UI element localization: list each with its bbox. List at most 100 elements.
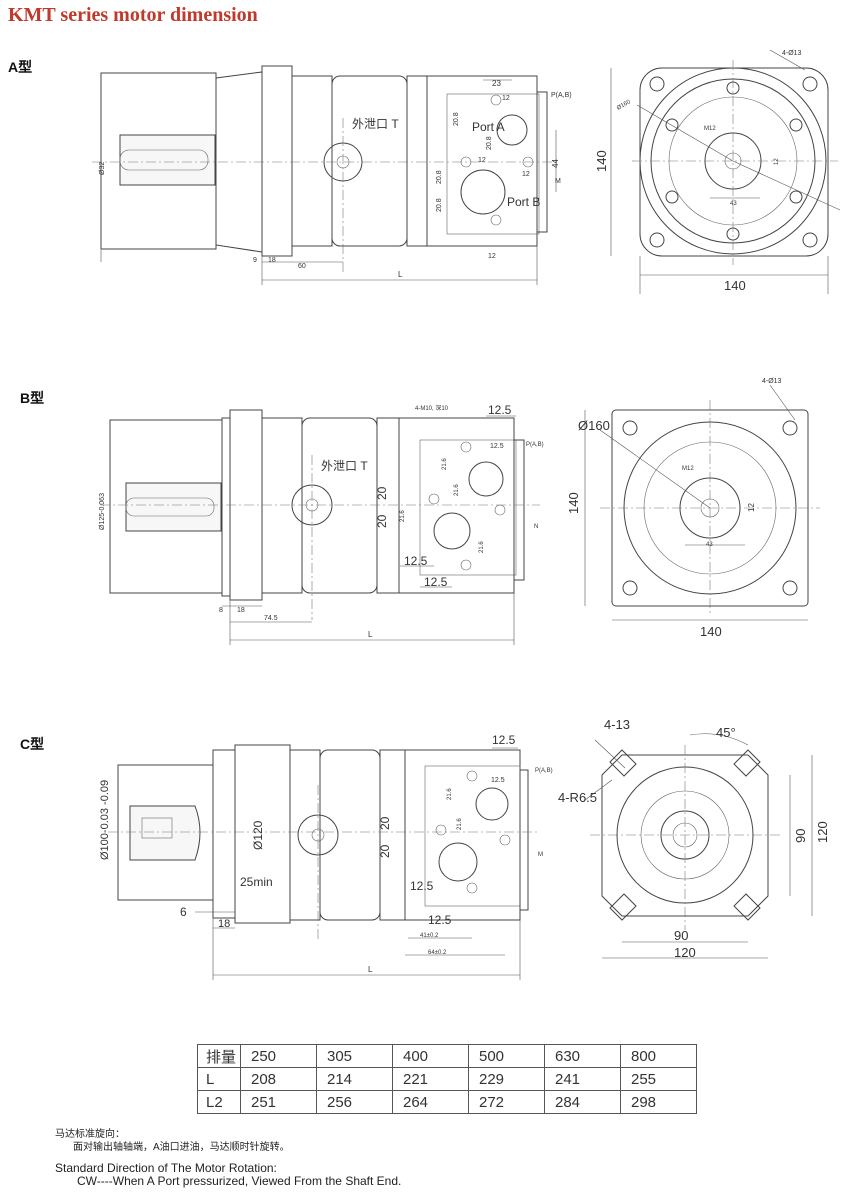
svg-text:M: M — [555, 178, 561, 185]
svg-text:20: 20 — [375, 514, 389, 528]
svg-text:18: 18 — [218, 918, 230, 930]
a-shaft-key — [119, 149, 209, 171]
table-cell: 298 — [620, 1090, 697, 1114]
svg-text:外泄口 T: 外泄口 T — [321, 459, 368, 473]
svg-text:12.5: 12.5 — [410, 879, 434, 893]
svg-text:20.8: 20.8 — [436, 198, 443, 212]
svg-text:12: 12 — [747, 503, 756, 512]
svg-text:9: 9 — [253, 257, 257, 264]
view-a-label: A型 — [8, 59, 33, 75]
table-cell: 241 — [544, 1067, 621, 1091]
svg-text:43: 43 — [706, 542, 713, 548]
svg-text:M: M — [538, 852, 543, 858]
svg-text:12: 12 — [502, 95, 510, 102]
a-port-b — [460, 169, 506, 215]
svg-text:140: 140 — [594, 150, 609, 172]
svg-text:140: 140 — [700, 624, 722, 639]
svg-text:12.5: 12.5 — [488, 403, 512, 417]
table-cell: 214 — [316, 1067, 393, 1091]
c-port-b — [438, 842, 478, 882]
svg-text:Ø120: Ø120 — [251, 820, 265, 850]
table-cell: 251 — [240, 1090, 317, 1114]
svg-text:12: 12 — [774, 158, 780, 165]
table-cell: 排量 — [197, 1044, 241, 1068]
table-cell: 250 — [240, 1044, 317, 1068]
a-shaft-dia: Ø32 — [99, 162, 106, 175]
table-cell: 256 — [316, 1090, 393, 1114]
table-cell: 229 — [468, 1067, 545, 1091]
note-en-1: Standard Direction of The Motor Rotation… — [55, 1161, 277, 1175]
rotation-notes: 马达标准旋向： 面对输出轴轴端，A油口进油，马达顺时针旋转。 Standard … — [55, 1128, 401, 1188]
svg-text:M12: M12 — [704, 126, 716, 132]
note-cn-2: 面对输出轴轴端，A油口进油，马达顺时针旋转。 — [73, 1142, 290, 1153]
svg-text:12.5: 12.5 — [492, 733, 516, 747]
svg-text:20.8: 20.8 — [486, 136, 493, 150]
a-port-a — [496, 114, 528, 146]
svg-text:L: L — [368, 630, 373, 639]
a-shaft — [119, 134, 216, 186]
svg-text:18: 18 — [268, 257, 276, 264]
svg-text:12.5: 12.5 — [424, 575, 448, 589]
a-flange — [261, 65, 293, 257]
table-cell: 208 — [240, 1067, 317, 1091]
svg-text:Ø160: Ø160 — [616, 99, 632, 112]
svg-text:6: 6 — [180, 905, 187, 919]
c-drain-port — [297, 814, 339, 856]
table-cell: L — [197, 1067, 241, 1091]
svg-text:20.8: 20.8 — [453, 112, 460, 126]
note-cn-1: 马达标准旋向： — [55, 1129, 125, 1140]
table-row: 排量 250 305 400 500 630 800 — [197, 1044, 697, 1068]
svg-text:21.6: 21.6 — [454, 484, 460, 496]
svg-text:140: 140 — [724, 278, 746, 293]
svg-text:4-Ø13: 4-Ø13 — [762, 378, 782, 385]
table-cell: 221 — [392, 1067, 469, 1091]
svg-text:64±0.2: 64±0.2 — [428, 950, 447, 956]
svg-text:140: 140 — [566, 492, 581, 514]
table-row: L2 251 256 264 272 284 298 — [197, 1090, 697, 1114]
c-port-a — [475, 787, 509, 821]
svg-text:Ø160: Ø160 — [578, 418, 610, 433]
svg-text:45°: 45° — [716, 725, 736, 740]
c-shaft — [129, 805, 201, 861]
svg-text:Ø100-0.03 -0.09: Ø100-0.03 -0.09 — [99, 780, 111, 860]
svg-text:21.6: 21.6 — [447, 788, 453, 800]
svg-text:P(A,B): P(A,B) — [535, 768, 553, 774]
svg-text:M12: M12 — [682, 466, 694, 472]
svg-text:L: L — [398, 270, 403, 279]
svg-text:Ø125-0.063: Ø125-0.063 — [99, 493, 106, 530]
c-flange-square — [601, 754, 769, 917]
svg-text:20: 20 — [378, 816, 392, 830]
svg-text:21.6: 21.6 — [457, 818, 463, 830]
table-cell: 284 — [544, 1090, 621, 1114]
b-drain-port — [291, 484, 333, 526]
a-port-b-label: Port B — [507, 195, 540, 209]
b-port-a — [468, 461, 504, 497]
table-row: L 208 214 221 229 241 255 — [197, 1067, 697, 1091]
svg-text:43: 43 — [730, 201, 737, 207]
note-en-2: CW----When A Port pressurized, Viewed Fr… — [77, 1174, 402, 1188]
svg-text:20: 20 — [378, 844, 392, 858]
svg-text:P(A,B): P(A,B) — [526, 442, 544, 448]
c-housing — [319, 749, 381, 921]
svg-text:23: 23 — [492, 79, 501, 88]
svg-text:12.5: 12.5 — [428, 913, 452, 927]
c-valve-block — [404, 749, 521, 921]
b-port-b — [433, 512, 471, 550]
table-cell: 500 — [468, 1044, 545, 1068]
svg-text:12.5: 12.5 — [490, 443, 504, 450]
svg-text:21.6: 21.6 — [442, 458, 448, 470]
page-title: KMT series motor dimension — [8, 4, 258, 26]
table-cell: 264 — [392, 1090, 469, 1114]
svg-text:120: 120 — [674, 945, 696, 960]
b-shaft — [125, 482, 222, 532]
svg-text:L: L — [368, 965, 373, 974]
table-cell: 272 — [468, 1090, 545, 1114]
table-cell: L2 — [197, 1090, 241, 1114]
svg-text:90: 90 — [674, 928, 688, 943]
b-housing — [301, 417, 378, 594]
table-cell: 630 — [544, 1044, 621, 1068]
svg-text:41±0.2: 41±0.2 — [420, 933, 439, 939]
svg-text:4-M10, 深10: 4-M10, 深10 — [415, 404, 449, 412]
spec-table: 排量 250 305 400 500 630 800 L 208 214 221… — [197, 1044, 697, 1114]
